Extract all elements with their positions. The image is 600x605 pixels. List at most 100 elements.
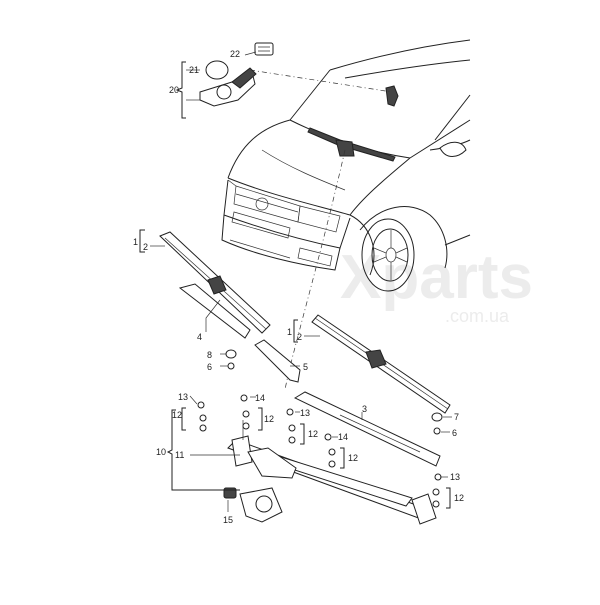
callout-labels: 1 2 4 8 6 5 1 2 3 7 6 13 12 14 12 13 12 … — [133, 49, 464, 525]
front-bumper — [221, 214, 341, 271]
motor-cap — [255, 495, 273, 513]
rain-sensor-group — [175, 42, 274, 119]
brand-badge — [255, 197, 269, 211]
wiper-arm-right-group — [293, 391, 452, 467]
callout-12-right: 12 — [454, 493, 464, 503]
front-tire — [361, 218, 415, 292]
hood-right-edge — [349, 157, 411, 216]
connector-part-22 — [254, 42, 274, 56]
hood-crease — [261, 149, 346, 191]
watermark-domain: .com.ua — [445, 306, 510, 326]
grommet-12a-lower — [199, 424, 207, 432]
callout-22: 22 — [230, 49, 240, 59]
wheel-arch — [359, 206, 448, 269]
wiper-arm-right-edge — [339, 414, 421, 453]
hood-front-edge — [227, 177, 351, 216]
grommet-12d-lower — [328, 460, 336, 468]
blade-adapter-right — [365, 349, 387, 369]
leader-4 — [205, 299, 221, 332]
callout-6-left: 6 — [207, 362, 212, 372]
callout-11: 11 — [175, 450, 184, 460]
callout-10: 10 — [156, 447, 166, 457]
watermark-brand: Xparts — [340, 243, 533, 312]
bumper-lip — [229, 239, 291, 259]
wiper-arm-left-lower — [220, 339, 301, 383]
windshield-top — [344, 59, 471, 79]
roof-line — [329, 39, 471, 71]
wiper-blade-left-group — [139, 229, 271, 339]
grommet-12e-upper — [432, 488, 440, 496]
callout-3: 3 — [362, 404, 367, 414]
rain-sensor-plug — [231, 67, 257, 89]
callout-5: 5 — [303, 362, 308, 372]
arm-section-5 — [254, 339, 301, 383]
bolt-13-left — [197, 401, 205, 409]
grommet-12b-lower — [242, 422, 250, 430]
callout-1-left: 1 — [133, 237, 138, 247]
linkage-rod-secondary — [268, 455, 413, 507]
bracket-12d — [340, 447, 345, 469]
bracket-20 — [175, 61, 186, 119]
installed-rain-sensor — [385, 85, 399, 107]
callout-1-right: 1 — [287, 327, 292, 337]
leader-22 — [244, 51, 257, 56]
bolt-13-middle — [286, 408, 294, 416]
bolts — [197, 394, 442, 508]
leader-13-left — [189, 395, 198, 405]
grille-bar-1 — [235, 193, 299, 213]
callout-13-right: 13 — [450, 472, 460, 482]
wiper-linkage-group — [166, 394, 451, 525]
callout-8: 8 — [207, 350, 212, 360]
bolt-14-left — [240, 394, 248, 402]
nut-part-6-left — [227, 362, 235, 370]
grommet-12e-lower — [432, 500, 440, 508]
wiper-arm-left-part-4 — [178, 283, 251, 339]
cap-part-8 — [225, 349, 237, 359]
linkage-bracket-11 — [247, 447, 297, 479]
cap-part-7 — [431, 412, 443, 422]
fender-line — [349, 214, 375, 276]
connector-pins — [258, 46, 270, 52]
gel-pad-part-21 — [205, 60, 229, 80]
bolt-14-right — [324, 433, 332, 441]
a-pillar-right — [434, 94, 471, 141]
callout-15: 15 — [223, 515, 233, 525]
callout-6-right: 6 — [452, 428, 457, 438]
rain-sensor-lens — [216, 84, 232, 100]
grommet-12d-upper — [328, 448, 336, 456]
callout-14-left: 14 — [255, 393, 265, 403]
grommet-12c-lower — [288, 436, 296, 444]
bracket-10 — [166, 409, 240, 491]
hood-left-edge — [227, 119, 291, 179]
wiper-blade-right-group — [293, 314, 451, 414]
bracket-1-2-right — [293, 319, 298, 343]
callout-21: 21 — [189, 65, 199, 75]
callout-13-left: 13 — [178, 392, 188, 402]
grommet-12a-upper — [199, 414, 207, 422]
blade-adapter-left — [207, 275, 227, 295]
fog-light — [297, 247, 333, 267]
a-pillar-left — [289, 69, 331, 121]
callout-20: 20 — [169, 85, 179, 95]
sill-line — [444, 234, 471, 246]
headlight-left — [227, 179, 237, 187]
front-rim — [371, 228, 409, 282]
belt-line — [409, 119, 471, 159]
bracket-12e — [446, 487, 451, 509]
grommet-12b-upper — [242, 410, 250, 418]
vehicle-illustration — [221, 39, 471, 292]
bracket-1-2-left — [139, 229, 145, 253]
rim-spokes — [373, 230, 408, 280]
callout-12-left: 12 — [172, 410, 182, 420]
pivot-right — [411, 493, 437, 525]
grille-lower — [231, 211, 291, 239]
callout-2-right: 2 — [297, 332, 302, 342]
wiper-arm-right-part-3 — [293, 391, 441, 467]
headlight-right — [297, 205, 341, 233]
installed-wiper-linkage — [335, 139, 355, 157]
nut-part-6-right — [433, 427, 441, 435]
bracket-12a — [181, 407, 186, 431]
front-fascia — [223, 179, 351, 249]
